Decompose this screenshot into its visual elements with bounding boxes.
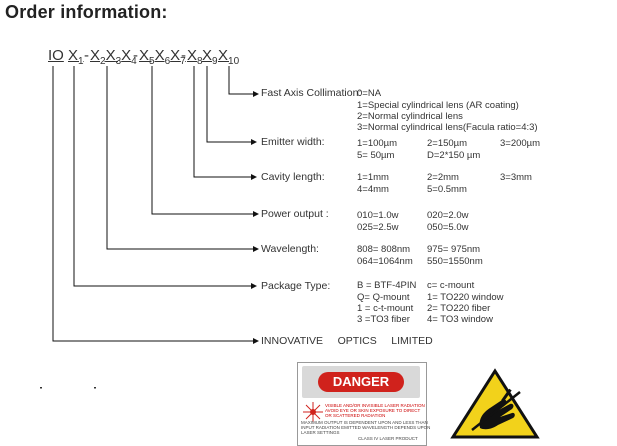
option: 3 =TO3 fiber [357, 314, 410, 325]
option: 808= 808nm [357, 244, 411, 255]
danger-line: CLASS IV LASER PRODUCT [358, 436, 418, 441]
code-x1: X1 [68, 47, 84, 67]
line-power [151, 66, 259, 217]
option: 975= 975nm [427, 244, 481, 255]
danger-heading: DANGER [318, 372, 404, 392]
option: 2=Normal cylindrical lens [357, 111, 463, 122]
code-prefix: IO [48, 47, 64, 64]
danger-line: INPUT RADIATION EMITTED WAVELENGTH DEPEN… [301, 425, 431, 430]
option: c= c-mount [427, 280, 475, 291]
code-x2-x4: X2X3X4 [90, 47, 137, 67]
option: 050=5.0w [427, 222, 469, 233]
label-cavity-length: Cavity length: [261, 171, 325, 183]
option: 025=2.5w [357, 222, 399, 233]
option: 4= TO3 window [427, 314, 493, 325]
code-x5-x7: X5X6X7 [139, 47, 186, 67]
danger-label: DANGER VISIBLE AND/OR INVISIBLE LASER RA… [297, 362, 431, 446]
line-package [73, 66, 257, 289]
laser-warning-icon [303, 402, 323, 422]
option: 1=1mm [357, 172, 389, 183]
option: 550=1550nm [427, 256, 483, 267]
model-code: IO X1 - X2X3X4 - X5X6X7 - X8 X9 X10 [0, 47, 617, 67]
option: 3=Normal cylindrical lens(Facula ratio=4… [357, 122, 538, 133]
option: D=2*150 µm [427, 150, 481, 161]
line-fast-axis [228, 66, 259, 97]
esd-warning-icon [450, 368, 540, 439]
option: 5= 50µm [357, 150, 395, 161]
label-company: INNOVATIVE OPTICS LIMITED [261, 335, 433, 347]
option: 2= TO220 fiber [427, 303, 491, 314]
option: 064=1064nm [357, 256, 413, 267]
option: 1 = c-t-mount [357, 303, 414, 314]
option: 1= TO220 window [427, 292, 504, 303]
option: 0=NA [357, 88, 382, 99]
code-x9: X9 [202, 47, 218, 67]
code-x10: X10 [218, 47, 240, 67]
option: 2=2mm [427, 172, 459, 183]
option: B = BTF-4PIN [357, 280, 417, 291]
page-title: Order information: [5, 2, 168, 22]
danger-line: OR SCATTERED RADIATION [325, 413, 386, 418]
option: 4=4mm [357, 184, 389, 195]
option: 3=3mm [500, 172, 532, 183]
option: 1=100µm [357, 138, 398, 149]
danger-line: VISIBLE AND/OR INVISIBLE LASER RADIATION [325, 403, 425, 408]
danger-line: AVOID EYE OR SKIN EXPOSURE TO DIRECT [325, 408, 421, 413]
label-package-type: Package Type: [261, 280, 331, 292]
option: 010=1.0w [357, 210, 399, 221]
line-wavelength [106, 66, 259, 252]
danger-header: DANGER [302, 366, 420, 398]
danger-line: MAXIMUM OUTPUT IS DEPENDENT UPON AND LES… [301, 420, 428, 425]
line-company [52, 66, 259, 344]
code-x8: X8 [187, 47, 203, 67]
label-wavelength: Wavelength: [261, 243, 319, 255]
option: 020=2.0w [427, 210, 469, 221]
option: 3=200µm [500, 138, 541, 149]
option: 2=150µm [427, 138, 468, 149]
line-emitter [206, 66, 257, 145]
line-cavity [193, 66, 257, 180]
option: Q= Q-mount [357, 292, 410, 303]
label-emitter-width: Emitter width: [261, 136, 325, 148]
danger-line: LASER SETTINGS [301, 430, 340, 435]
option: 1=Special cylindrical lens (AR coating) [357, 100, 519, 111]
label-fast-axis: Fast Axis Collimation: [261, 87, 362, 99]
label-power-output: Power output : [261, 208, 329, 220]
option: 5=0.5mm [427, 184, 467, 195]
